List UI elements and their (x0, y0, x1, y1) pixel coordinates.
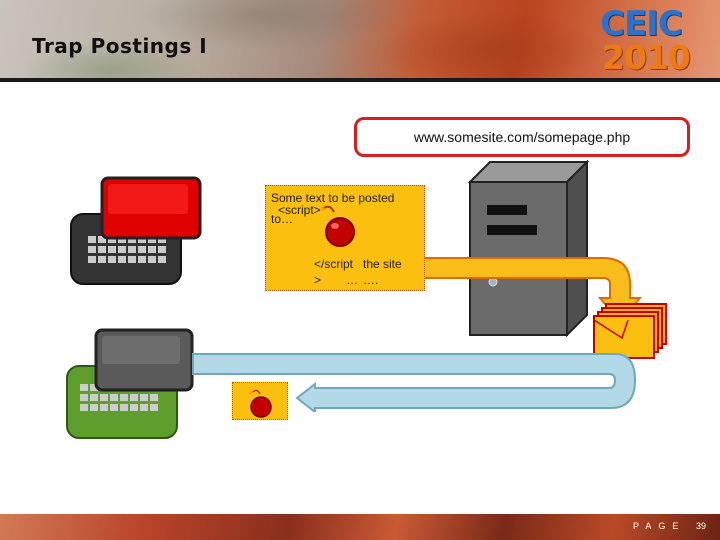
note-line: </script (314, 257, 354, 271)
header-divider (0, 78, 720, 82)
ceic-logo: CEIC 2010 (596, 4, 706, 77)
returned-note (232, 382, 288, 420)
bomb-icon (320, 205, 355, 247)
page-label: PAGE (633, 521, 686, 531)
page-number: 39 (696, 521, 707, 531)
arrow-icon (192, 353, 637, 412)
note-line: … (346, 273, 358, 287)
note-line: > (314, 273, 322, 287)
slide-footer (0, 514, 720, 540)
posted-note: Some text to be posted <script> to… </sc… (265, 185, 425, 291)
note-line: to… (271, 212, 294, 226)
victim-computer-icon (66, 328, 194, 439)
attacker-computer-icon (70, 176, 202, 285)
note-line: the site (363, 257, 402, 271)
slide-header: Trap Postings I CEIC 2010 (0, 0, 720, 82)
note-line: <script> (278, 203, 321, 217)
slide-title: Trap Postings I (32, 34, 208, 58)
web-pages-icon (593, 303, 667, 359)
note-line: Some text to be posted (271, 191, 395, 205)
logo-year: 2010 (602, 38, 691, 77)
url-box: www.somesite.com/somepage.php (354, 117, 690, 157)
note-line: …. (363, 273, 379, 287)
bomb-icon (249, 389, 272, 418)
logo-name: CEIC (600, 4, 683, 44)
